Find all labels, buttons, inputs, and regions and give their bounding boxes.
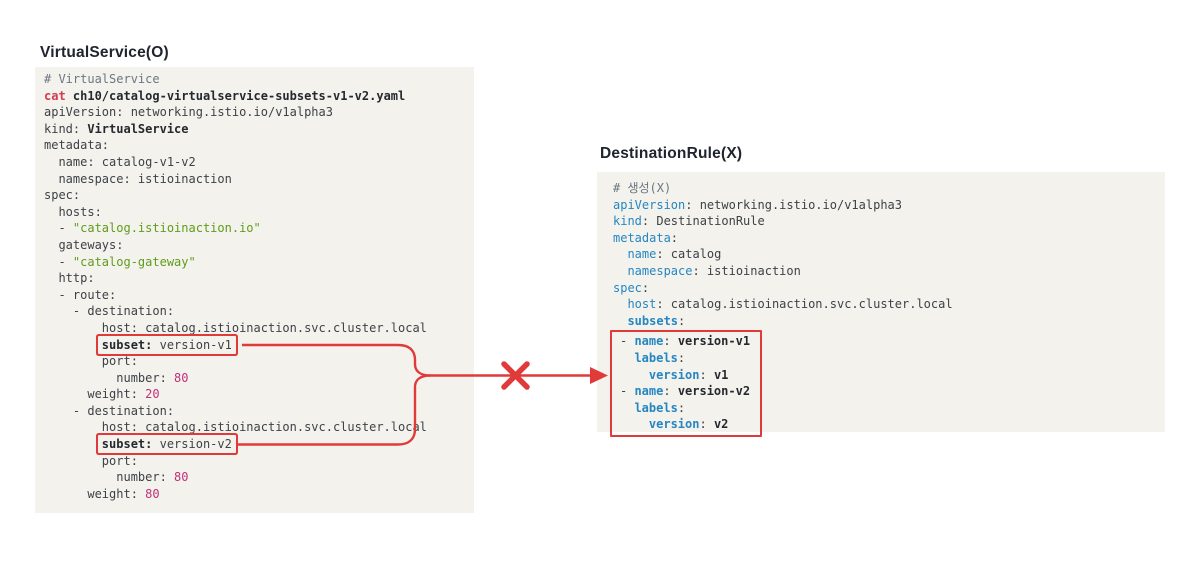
- subset-highlight-box-v2: subset: version-v2: [98, 435, 236, 453]
- code-line: - destination:: [44, 403, 175, 418]
- code-line: # 생성(X): [613, 181, 672, 195]
- code-line: apiVersion: networking.istio.io/v1alpha3: [44, 105, 333, 120]
- code-line: host: catalog.istioinaction.svc.cluster.…: [44, 320, 427, 335]
- destinationrule-code-block: # 생성(X) apiVersion: networking.istio.io/v…: [597, 172, 1165, 437]
- code-line: cat ch10/catalog-virtualservice-subsets-…: [44, 88, 406, 103]
- code-line: host: catalog.istioinaction.svc.cluster.…: [627, 297, 953, 312]
- code-line: spec:: [44, 188, 81, 203]
- code-line: host: catalog.istioinaction.svc.cluster.…: [44, 420, 427, 435]
- code-line: - name: version-v1: [620, 334, 751, 349]
- code-line: - name: version-v2: [620, 384, 751, 399]
- code-line: subset: version-v2: [44, 436, 468, 453]
- destinationrule-title: DestinationRule(X): [600, 145, 743, 162]
- code-line: version: v1: [648, 367, 729, 382]
- code-line: port:: [44, 453, 138, 468]
- code-line: hosts:: [44, 204, 102, 219]
- code-line: subset: version-v1: [44, 337, 468, 354]
- code-line: version: v2: [648, 417, 729, 432]
- code-line: name: catalog-v1-v2: [44, 154, 196, 169]
- code-line: port:: [44, 354, 138, 369]
- code-line: kind: VirtualService: [44, 121, 189, 136]
- code-line: namespace: istioinaction: [627, 263, 801, 278]
- code-line: - route:: [44, 287, 117, 302]
- code-line: - "catalog.istioinaction.io": [44, 221, 261, 236]
- code-line: spec:: [613, 280, 650, 295]
- code-line: name: catalog: [627, 247, 722, 262]
- code-line: namespace: istioinaction: [44, 171, 232, 186]
- code-line: weight: 20: [44, 387, 160, 402]
- subset-highlight-box-v1: subset: version-v1: [98, 336, 236, 354]
- code-line: kind: DestinationRule: [613, 214, 765, 229]
- code-line: metadata:: [44, 138, 110, 153]
- subsets-highlight-box: - name: version-v1 labels: version: v1 - …: [610, 330, 763, 437]
- code-line: apiVersion: networking.istio.io/v1alpha3: [613, 197, 902, 212]
- virtualservice-title: VirtualService(O): [40, 44, 169, 61]
- x-mark-icon: [501, 361, 530, 390]
- code-line: - destination:: [44, 304, 175, 319]
- code-line: subsets:: [627, 313, 686, 328]
- code-line: - "catalog-gateway": [44, 254, 196, 269]
- virtualservice-code-block: # VirtualService cat ch10/catalog-virtual…: [35, 67, 474, 513]
- code-line: number: 80: [44, 470, 189, 485]
- code-line: weight: 80: [44, 486, 160, 501]
- code-line: http:: [44, 271, 95, 286]
- code-line: labels:: [634, 350, 686, 365]
- code-line: labels:: [634, 400, 686, 415]
- code-line: gateways:: [44, 237, 124, 252]
- code-line: # VirtualService: [44, 72, 160, 86]
- code-line: number: 80: [44, 370, 189, 385]
- code-line: metadata:: [613, 230, 679, 245]
